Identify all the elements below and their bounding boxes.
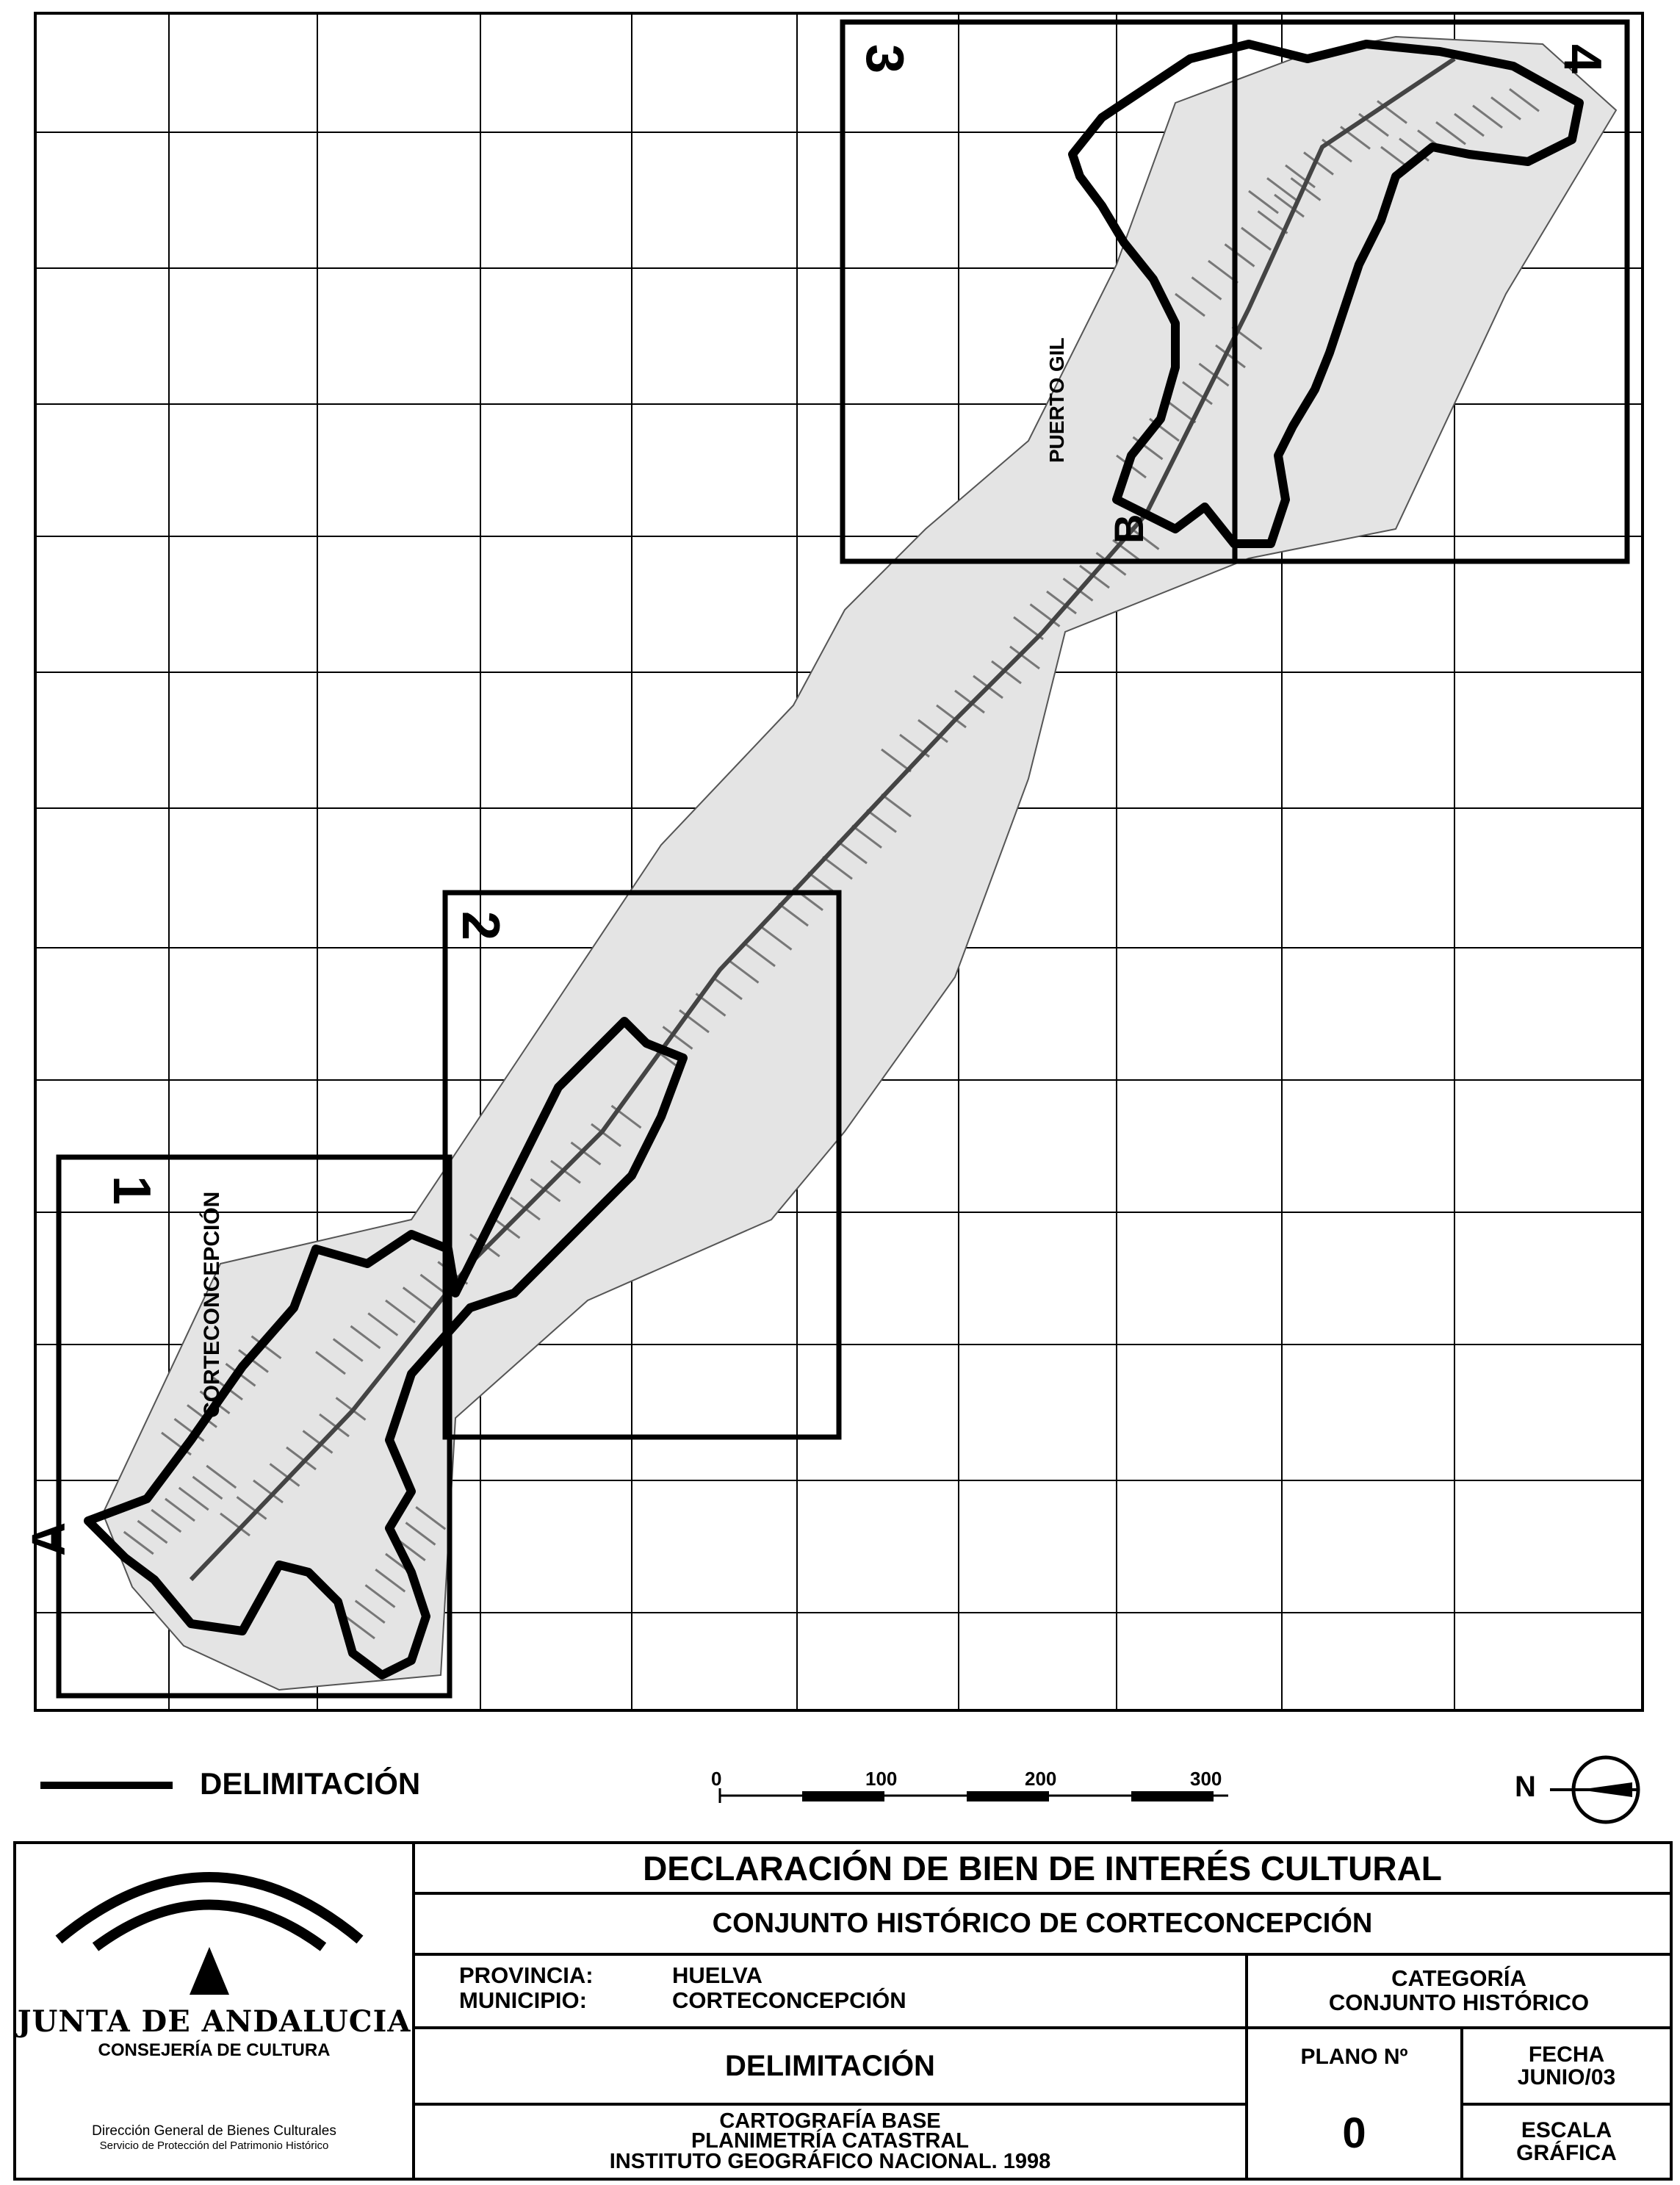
legend-label: DELIMITACIÓN [200,1766,421,1801]
org-name: JUNTA DE ANDALUCIA [17,2004,411,2039]
fecha-value: JUNIO/03 [1517,2065,1616,2089]
sheet-frame-1 [56,1154,453,1699]
plano-value: 0 [1342,2109,1366,2157]
delimitation-boundary-puerto-gil [1068,40,1584,548]
municipio-label: MUNICIPIO: [459,1987,587,2014]
scale-label-0: 0 [711,1768,722,1790]
fecha-label: FECHA [1528,2042,1605,2067]
sheet-number-2: 2 [451,911,510,940]
urban-area-fill [101,35,1618,1691]
provincia-value: HUELVA [672,1962,763,1988]
cartografia-line-1: CARTOGRAFÍA BASE [719,2109,941,2133]
scale-label-200: 200 [1025,1768,1057,1790]
sheet-number-1: 1 [102,1176,161,1205]
sheet-number-4: 4 [1553,44,1612,73]
title-block [13,1841,1673,2181]
point-label-b: B [1106,514,1152,544]
plan-name: DELIMITACIÓN [725,2049,935,2082]
junta-andalucia-logo [55,1872,364,1995]
directorate-name: Dirección General de Bienes Culturales [92,2123,336,2139]
north-label: N [1515,1771,1536,1803]
cartografia-line-2: PLANIMETRÍA CATASTRAL [691,2129,970,2153]
graphic-scale [718,1788,1228,1803]
municipio-value: CORTECONCEPCIÓN [672,1987,906,2014]
place-label-corteconcepcion: CORTECONCEPCIÓN [199,1192,224,1418]
cartografia-line-3: INSTITUTO GEOGRÁFICO NACIONAL. 1998 [609,2149,1051,2173]
sheet-frame-2 [442,890,842,1440]
document-subtitle: CONJUNTO HISTÓRICO DE CORTECONCEPCIÓN [712,1908,1373,1939]
scale-label-100: 100 [865,1768,898,1790]
block-hatching [109,88,1540,1640]
service-name: Servicio de Protección del Patrimonio Hi… [99,2139,329,2152]
categoria-value: CONJUNTO HISTÓRICO [1328,1990,1590,2015]
sheet-number-3: 3 [855,44,914,73]
department-name: CONSEJERÍA DE CULTURA [98,2040,331,2060]
escala-value: GRÁFICA [1516,2141,1617,2165]
delimitation-boundary-corteconcepcion [84,1017,688,1680]
plano-label: PLANO Nº [1300,2045,1408,2069]
point-label-a: A [22,1522,75,1556]
document-title: DECLARACIÓN DE BIEN DE INTERÉS CULTURAL [643,1849,1442,1887]
provincia-label: PROVINCIA: [459,1962,594,1988]
north-arrow-icon [1550,1755,1640,1824]
categoria-label: CATEGORÍA [1391,1965,1526,1992]
scale-label-300: 300 [1190,1768,1222,1790]
place-label-puerto-gil: PUERTO GIL [1045,337,1068,463]
escala-label: ESCALA [1521,2117,1612,2142]
